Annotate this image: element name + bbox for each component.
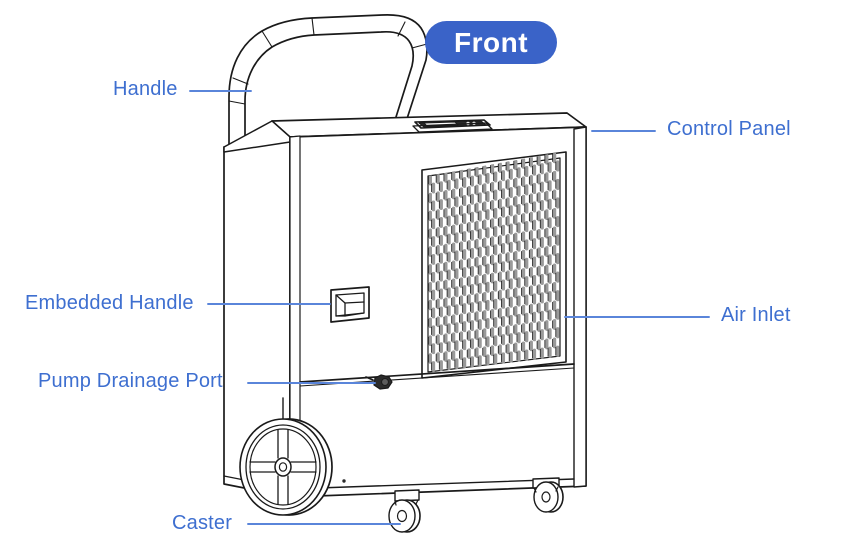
air-inlet-slots [428, 152, 560, 372]
callout-leader-lines [189, 90, 710, 525]
control-panel-part [412, 119, 493, 133]
front-view-badge: Front [425, 21, 557, 64]
caster-front-right-part [532, 477, 564, 513]
callout-label-embedded-handle: Embedded Handle [25, 292, 194, 314]
pump-drainage-port-part [365, 374, 393, 390]
callout-label-handle: Handle [113, 78, 178, 100]
screw-dot [342, 479, 346, 483]
embedded-handle-part [330, 286, 370, 323]
caster-front-left-part [388, 489, 421, 533]
rear-wheel-part [239, 397, 333, 516]
callout-label-pump-drainage-port: Pump Drainage Port [38, 370, 223, 392]
callout-label-control-panel: Control Panel [667, 118, 791, 140]
callout-label-air-inlet: Air Inlet [721, 304, 791, 326]
callout-label-caster: Caster [172, 512, 233, 534]
cabinet-left-face [223, 120, 291, 498]
